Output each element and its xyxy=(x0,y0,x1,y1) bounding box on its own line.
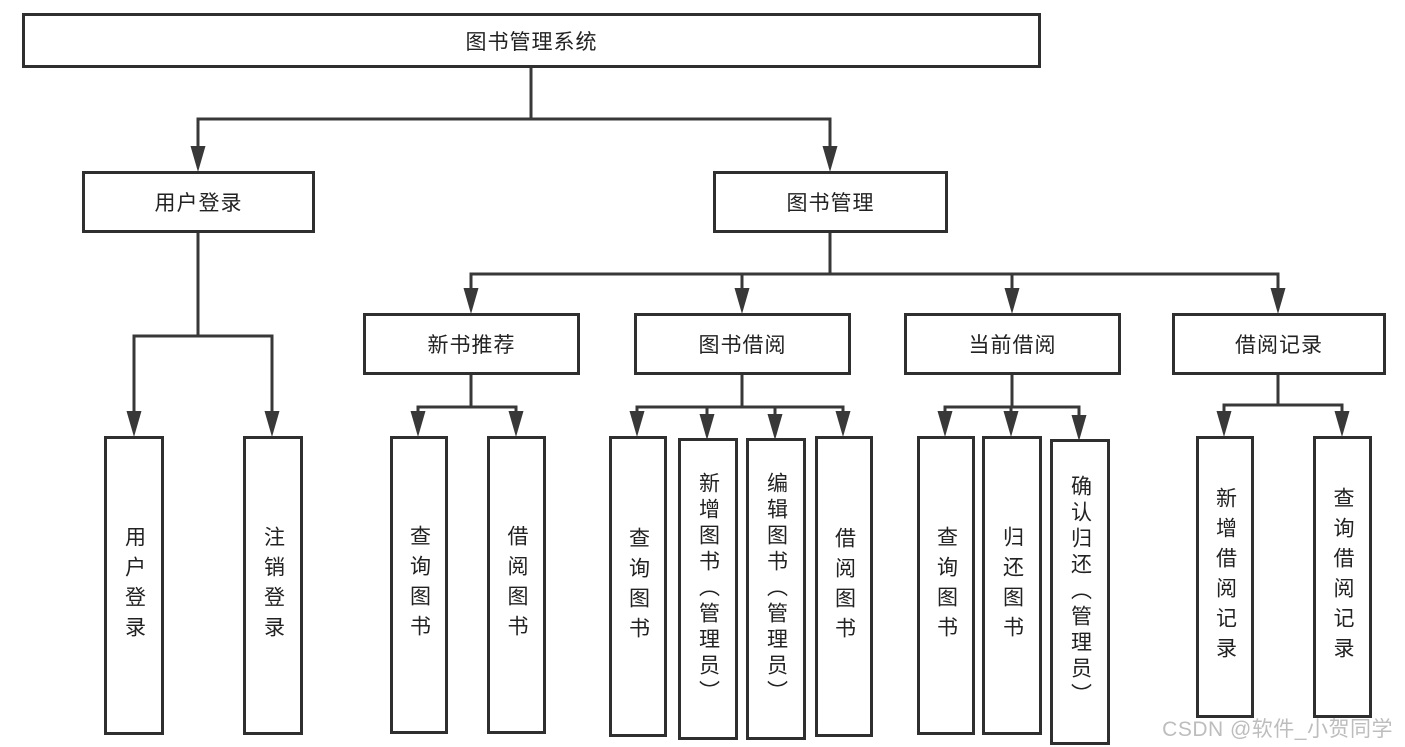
node-root-label: 图书管理系统 xyxy=(465,30,598,54)
leaf-br-query-record-label: 查询借阅记录 xyxy=(1331,487,1354,667)
node-book-borrow-label: 图书借阅 xyxy=(698,334,787,357)
leaf-br-add-record: 新增借阅记录 xyxy=(1196,436,1254,718)
arrowhead-icon xyxy=(1270,288,1286,314)
arrowhead-icon xyxy=(699,414,715,440)
arrowhead-icon xyxy=(629,411,645,437)
leaf-bb-edit-book-admin-label: 编辑图书（管理员） xyxy=(764,472,788,706)
connector-book-borrow-to-leaves xyxy=(629,374,851,440)
arrowhead-icon xyxy=(190,146,206,172)
leaf-cb-query-book: 查询图书 xyxy=(917,436,975,735)
connector-user-login-to-leaves xyxy=(126,232,280,437)
node-new-book-recommend: 新书推荐 xyxy=(363,313,580,375)
leaf-nb-query-book-label: 查询图书 xyxy=(407,525,431,645)
leaf-bb-borrow-book-label: 借阅图书 xyxy=(832,526,856,647)
leaf-nb-borrow-book: 借阅图书 xyxy=(487,436,546,734)
csdn-watermark: CSDN @软件_小贺同学 xyxy=(1162,718,1393,741)
connector-new-book-to-leaves xyxy=(410,374,524,437)
leaf-cb-return-book-label: 归还图书 xyxy=(1000,525,1024,646)
leaf-bb-query-book: 查询图书 xyxy=(609,436,667,737)
node-book-management: 图书管理 xyxy=(713,171,948,233)
leaf-bb-add-book-admin: 新增图书（管理员） xyxy=(678,438,738,740)
arrowhead-icon xyxy=(1071,415,1087,441)
leaf-logout: 注销登录 xyxy=(243,436,303,735)
node-new-book-recommend-label: 新书推荐 xyxy=(427,334,516,357)
arrowhead-icon xyxy=(410,411,426,437)
connector-book-mgmt-to-groups xyxy=(463,232,1286,314)
leaf-cb-confirm-return-admin: 确认归还（管理员） xyxy=(1050,439,1110,745)
node-borrow-record-label: 借阅记录 xyxy=(1235,334,1323,357)
arrowhead-icon xyxy=(822,146,838,172)
node-user-login-label: 用户登录 xyxy=(154,192,243,215)
leaf-cb-return-book: 归还图书 xyxy=(982,436,1042,735)
leaf-logout-label: 注销登录 xyxy=(261,525,285,646)
leaf-bb-edit-book-admin: 编辑图书（管理员） xyxy=(746,438,806,740)
node-root: 图书管理系统 xyxy=(22,13,1041,68)
leaf-user-login-label: 用户登录 xyxy=(122,525,146,646)
leaf-bb-query-book-label: 查询图书 xyxy=(626,526,650,647)
leaf-br-query-record: 查询借阅记录 xyxy=(1313,436,1372,718)
leaf-cb-confirm-return-admin-label: 确认归还（管理员） xyxy=(1068,475,1092,709)
node-borrow-record: 借阅记录 xyxy=(1172,313,1386,375)
leaf-br-add-record-label: 新增借阅记录 xyxy=(1213,487,1237,667)
arrowhead-icon xyxy=(1004,288,1020,314)
arrowhead-icon xyxy=(126,411,142,437)
leaf-nb-query-book: 查询图书 xyxy=(390,436,448,734)
leaf-nb-borrow-book-label: 借阅图书 xyxy=(505,525,528,645)
arrowhead-icon xyxy=(1003,411,1019,437)
leaf-bb-borrow-book: 借阅图书 xyxy=(815,436,873,737)
arrowhead-icon xyxy=(937,411,953,437)
arrowhead-icon xyxy=(508,411,524,437)
node-book-borrow: 图书借阅 xyxy=(634,313,851,375)
connector-current-borrow-to-leaves xyxy=(937,374,1087,441)
arrowhead-icon xyxy=(734,288,750,314)
node-current-borrow-label: 当前借阅 xyxy=(968,334,1057,357)
leaf-bb-add-book-admin-label: 新增图书（管理员） xyxy=(696,472,720,706)
arrowhead-icon xyxy=(264,411,280,437)
connector-borrow-record-to-leaves xyxy=(1216,374,1350,437)
arrowhead-icon xyxy=(835,411,851,437)
arrowhead-icon xyxy=(1216,411,1232,437)
arrowhead-icon xyxy=(767,414,783,440)
leaf-cb-query-book-label: 查询图书 xyxy=(934,525,958,646)
arrowhead-icon xyxy=(1334,411,1350,437)
connector-root-to-level2 xyxy=(190,67,838,172)
leaf-user-login: 用户登录 xyxy=(104,436,164,735)
node-user-login: 用户登录 xyxy=(82,171,315,233)
arrowhead-icon xyxy=(463,288,479,314)
node-current-borrow: 当前借阅 xyxy=(904,313,1121,375)
node-book-management-label: 图书管理 xyxy=(786,192,875,215)
